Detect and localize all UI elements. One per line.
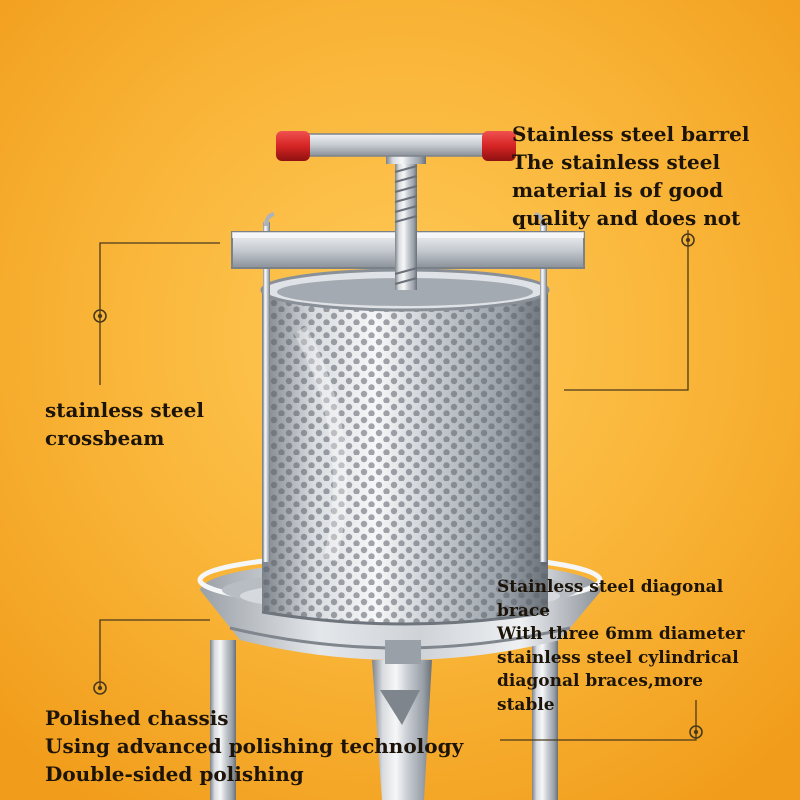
chassis-callout-line: Using advanced polishing technology — [45, 734, 464, 758]
side-rods — [263, 212, 547, 562]
crossbeam-callout-line: crossbeam — [45, 426, 165, 450]
barrel-callout-line: quality and does not — [512, 206, 741, 230]
callout-lines — [99, 230, 697, 741]
barrel-callout-text: Stainless steel barrel The stainless ste… — [512, 120, 749, 232]
target-dot-icon — [689, 725, 703, 739]
brace-callout-line: Stainless steel diagonal — [497, 577, 724, 597]
barrel-callout-line: Stainless steel barrel — [512, 122, 750, 146]
brace-callout-line: diagonal braces,more — [497, 671, 703, 691]
brace-callout-text: Stainless steel diagonal brace With thre… — [497, 576, 745, 717]
chassis-callout-line: Double-sided polishing — [45, 762, 304, 786]
crossbeam-callout-line: stainless steel — [45, 398, 204, 422]
target-dot-icon — [93, 681, 107, 695]
target-dot-icon — [681, 233, 695, 247]
brace-callout-line: stainless steel cylindrical — [497, 647, 739, 668]
chassis-callout-line: Polished chassis — [45, 706, 229, 730]
crossbeam-callout-text: stainless steel crossbeam — [45, 396, 204, 452]
perforated-steel-barrel — [260, 268, 550, 626]
barrel-callout-line: The stainless steel — [512, 150, 721, 174]
support-legs — [210, 640, 558, 800]
barrel-callout-line: material is of good — [512, 178, 724, 202]
target-dot-icon — [93, 309, 107, 323]
t-handle — [276, 131, 516, 161]
brace-callout-line: brace — [497, 600, 551, 621]
brace-callout-line: With three 6mm diameter — [497, 624, 745, 644]
brace-callout-line: stable — [497, 694, 555, 715]
chassis-callout-text: Polished chassis Using advanced polishin… — [45, 704, 463, 788]
